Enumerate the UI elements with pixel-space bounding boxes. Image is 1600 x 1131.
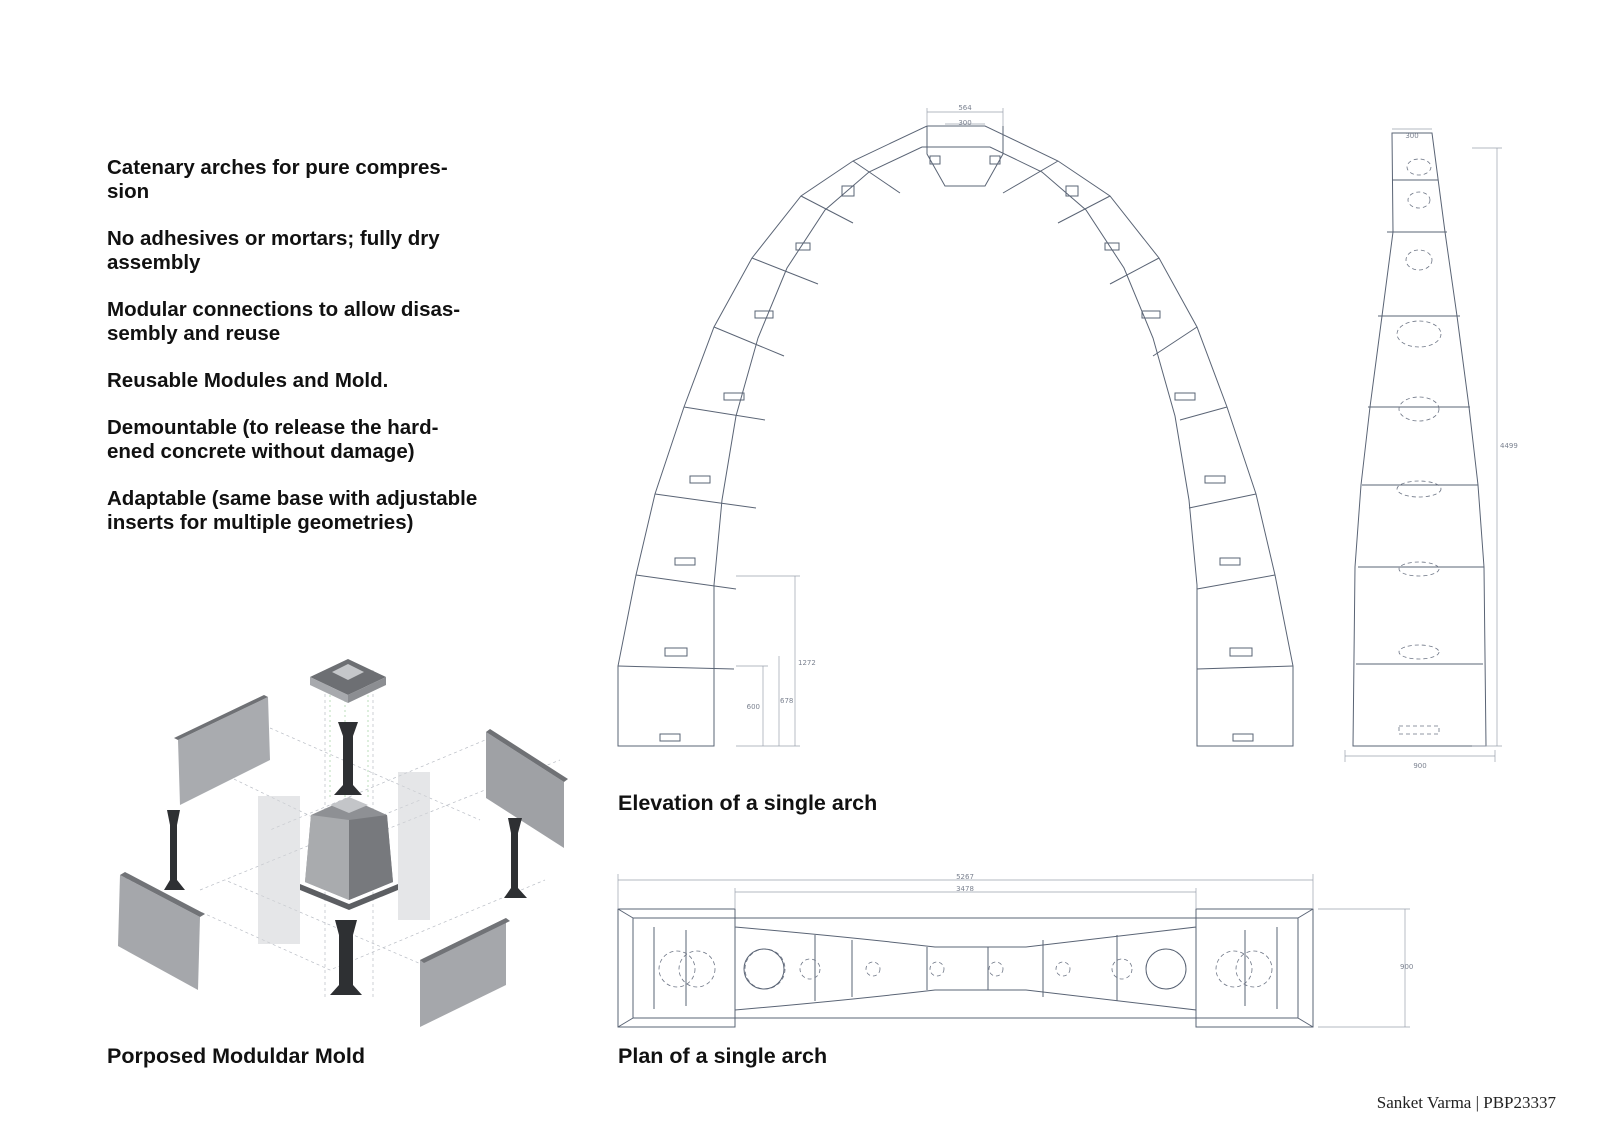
modular-mold-illustration bbox=[118, 659, 568, 1027]
dim-leg-1272: 1272 bbox=[798, 659, 816, 667]
design-principles-list: Catenary arches for pure compres- sion N… bbox=[107, 156, 487, 558]
dim-side-bottom: 900 bbox=[1413, 762, 1426, 770]
dim-arch-top-outer: 564 bbox=[958, 104, 972, 112]
principle-item: Adaptable (same base with adjustable ins… bbox=[107, 487, 478, 534]
caption-modular-mold: Porposed Moduldar Mold bbox=[107, 1044, 365, 1068]
caption-elevation: Elevation of a single arch bbox=[618, 791, 878, 815]
dim-arch-top-inner: 300 bbox=[958, 119, 971, 127]
principle-item: Demountable (to release the hard- ened c… bbox=[107, 416, 439, 463]
arch-plan-drawing: 5267 3478 900 bbox=[617, 873, 1413, 1028]
principle-item: Reusable Modules and Mold. bbox=[107, 369, 389, 392]
dim-side-top: 300 bbox=[1405, 132, 1418, 140]
arch-side-view-drawing: 300 4499 900 bbox=[1344, 128, 1518, 770]
principle-item: Catenary arches for pure compres- sion bbox=[107, 156, 448, 203]
dim-plan-overall: 5267 bbox=[956, 873, 974, 881]
principle-item: Modular connections to allow disas- semb… bbox=[107, 298, 461, 345]
dim-plan-depth: 900 bbox=[1400, 963, 1413, 971]
dim-leg-678: 678 bbox=[780, 697, 793, 705]
principle-item: No adhesives or mortars; fully dry assem… bbox=[107, 227, 440, 274]
dim-leg-600: 600 bbox=[747, 703, 760, 711]
arch-elevation-drawing: 564 300 1272 678 600 bbox=[617, 104, 1294, 747]
dim-side-height: 4499 bbox=[1500, 442, 1518, 450]
dim-plan-inner: 3478 bbox=[956, 885, 974, 893]
author-credit: Sanket Varma | PBP23337 bbox=[1376, 1093, 1556, 1112]
caption-plan: Plan of a single arch bbox=[618, 1044, 828, 1068]
